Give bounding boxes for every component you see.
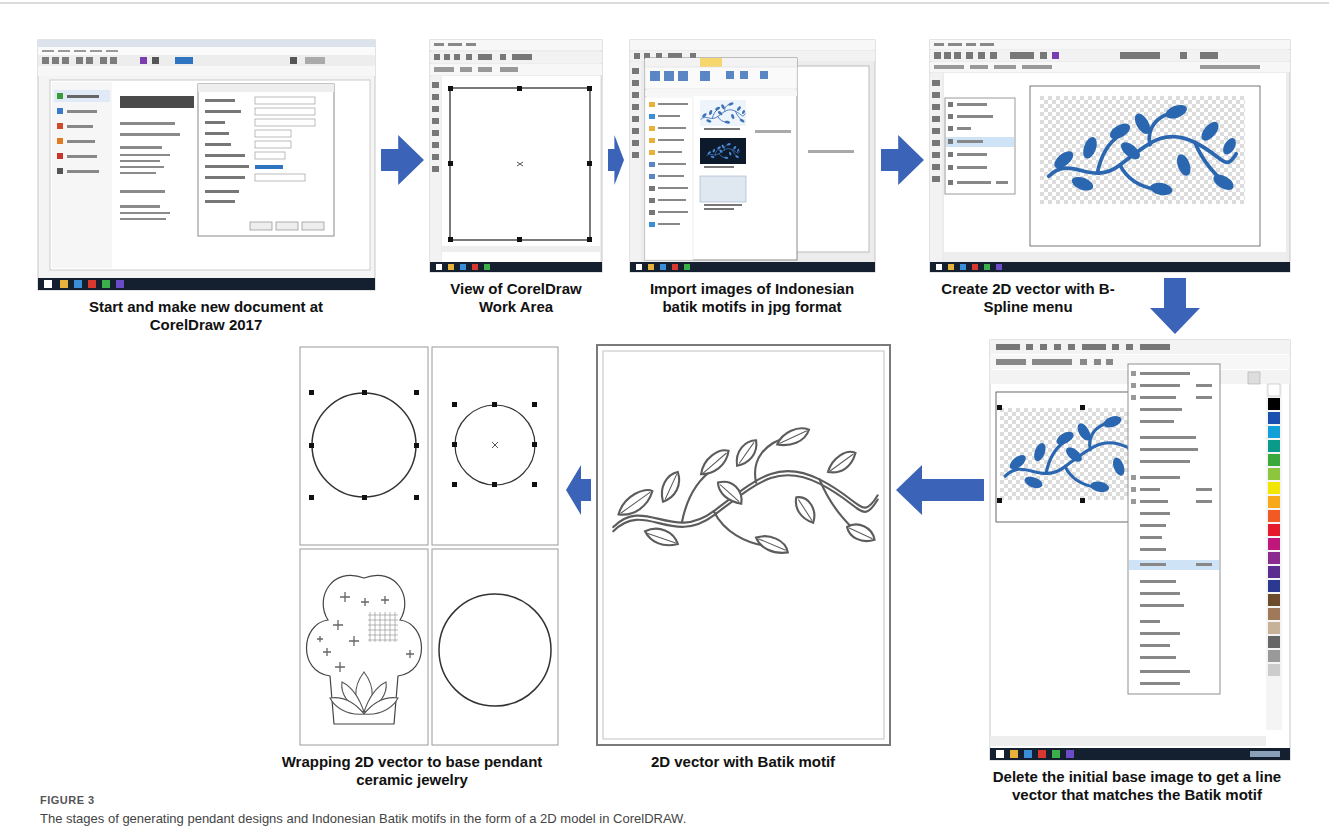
screenshot-import-dialog <box>630 40 875 272</box>
process-step: 2D vector with Batik motif <box>597 345 890 745</box>
flow-arrow <box>881 135 924 185</box>
step-caption: Delete the initial base image to get a l… <box>987 768 1287 804</box>
step-caption: 2D vector with Batik motif <box>598 753 888 771</box>
pendant-designs-panel <box>282 347 578 745</box>
screenshot-bspline-tracing <box>930 40 1290 272</box>
flow-arrow <box>381 135 424 185</box>
process-step: Import images of Indonesian batik motifs… <box>630 40 875 272</box>
process-step: Delete the initial base image to get a l… <box>990 340 1290 760</box>
flow-arrow <box>608 135 624 185</box>
process-step: View of CorelDraw Work Area <box>430 40 602 272</box>
step-caption: View of CorelDraw Work Area <box>431 280 601 316</box>
screenshot-context-menu <box>990 340 1290 760</box>
screenshot-new-document <box>38 40 375 290</box>
process-step: Create 2D vector with B-Spline menu <box>930 40 1290 272</box>
process-step: Wrapping 2D vector to base pendant ceram… <box>298 345 560 745</box>
step-caption: Create 2D vector with B-Spline menu <box>933 280 1123 316</box>
step-caption: Wrapping 2D vector to base pendant ceram… <box>262 753 562 789</box>
screenshot-work-area <box>430 40 602 272</box>
top-rule <box>0 2 1329 4</box>
line-vector-panel <box>597 345 890 745</box>
process-step: Start and make new document at CorelDraw… <box>38 40 375 290</box>
figure-caption: The stages of generating pendant designs… <box>40 811 940 827</box>
step-caption: Import images of Indonesian batik motifs… <box>632 280 872 316</box>
step-caption: Start and make new document at CorelDraw… <box>86 298 326 334</box>
figure-number: FIGURE 3 <box>40 793 95 807</box>
flow-arrow <box>566 465 591 515</box>
flow-arrow <box>896 465 984 515</box>
flow-arrow <box>1150 278 1200 334</box>
